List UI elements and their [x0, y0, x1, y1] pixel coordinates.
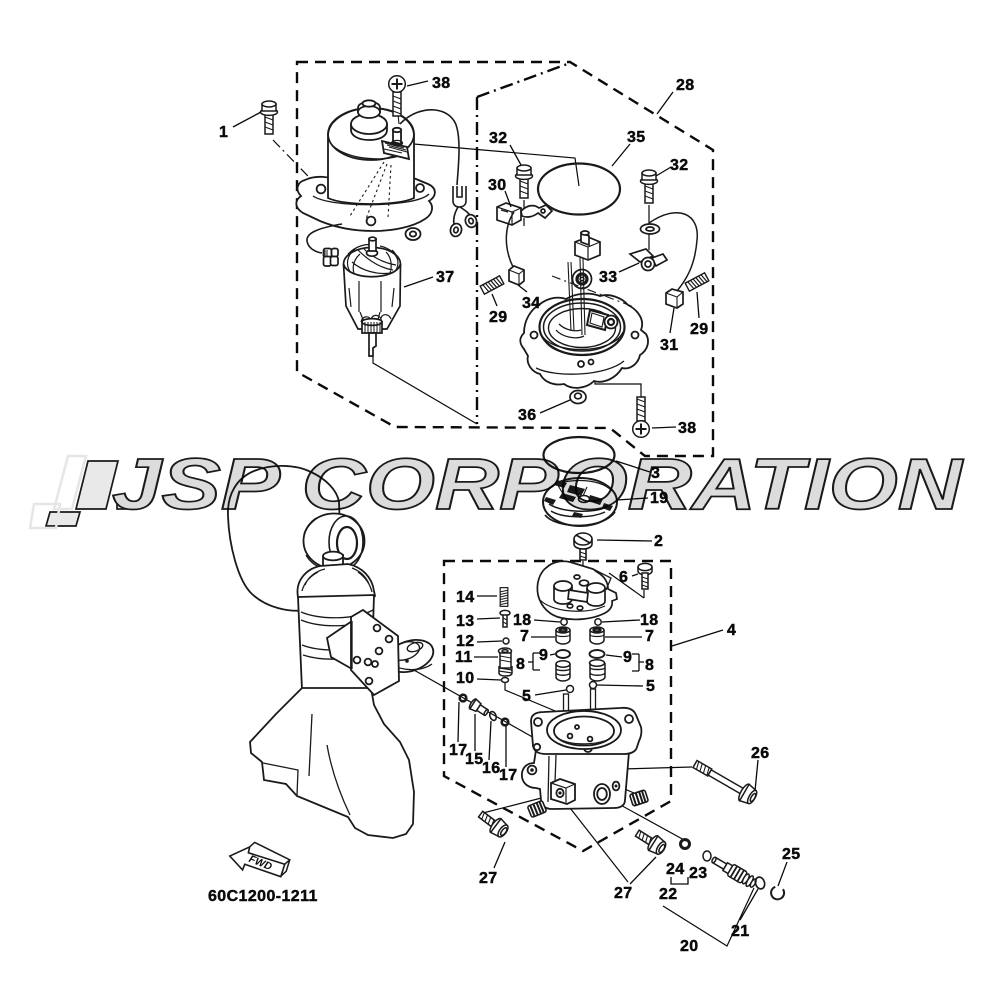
svg-text:38: 38: [432, 75, 451, 92]
svg-text:4: 4: [727, 622, 736, 639]
svg-text:24: 24: [666, 861, 685, 878]
svg-text:37: 37: [436, 269, 455, 286]
svg-text:23: 23: [689, 865, 708, 882]
svg-text:16: 16: [482, 760, 501, 777]
svg-text:5: 5: [646, 678, 655, 695]
svg-text:8: 8: [516, 656, 525, 673]
svg-text:31: 31: [660, 337, 679, 354]
svg-text:18: 18: [640, 612, 659, 629]
svg-text:22: 22: [659, 886, 678, 903]
svg-text:2: 2: [654, 533, 663, 550]
svg-text:19: 19: [650, 490, 669, 507]
svg-text:14: 14: [456, 589, 475, 606]
svg-text:9: 9: [539, 647, 548, 664]
svg-text:5: 5: [522, 688, 531, 705]
svg-text:20: 20: [680, 938, 699, 955]
svg-text:33: 33: [599, 269, 618, 286]
svg-text:21: 21: [731, 923, 750, 940]
svg-text:25: 25: [782, 846, 801, 863]
svg-text:36: 36: [518, 407, 537, 424]
svg-text:60C1200-1211: 60C1200-1211: [208, 888, 318, 905]
svg-text:29: 29: [489, 309, 508, 326]
svg-text:7: 7: [520, 628, 529, 645]
svg-text:38: 38: [678, 420, 697, 437]
svg-text:34: 34: [522, 295, 541, 312]
svg-text:15: 15: [465, 751, 484, 768]
svg-text:35: 35: [627, 129, 646, 146]
svg-text:JSP CORPORATION: JSP CORPORATION: [112, 445, 964, 525]
svg-text:7: 7: [645, 628, 654, 645]
svg-text:32: 32: [489, 130, 508, 147]
svg-text:32: 32: [670, 157, 689, 174]
svg-text:13: 13: [456, 613, 475, 630]
svg-text:9: 9: [623, 649, 632, 666]
svg-text:17: 17: [449, 742, 468, 759]
svg-text:28: 28: [676, 77, 695, 94]
svg-text:29: 29: [690, 321, 709, 338]
svg-text:27: 27: [479, 870, 498, 887]
svg-text:18: 18: [513, 612, 532, 629]
svg-text:17: 17: [499, 767, 518, 784]
svg-text:1: 1: [219, 124, 228, 141]
svg-text:10: 10: [456, 670, 475, 687]
svg-text:27: 27: [614, 885, 633, 902]
svg-text:12: 12: [456, 633, 475, 650]
svg-text:3: 3: [651, 465, 660, 482]
svg-text:8: 8: [645, 657, 654, 674]
svg-text:26: 26: [751, 745, 770, 762]
svg-text:6: 6: [619, 569, 628, 586]
svg-text:11: 11: [455, 649, 473, 666]
svg-text:30: 30: [488, 177, 507, 194]
